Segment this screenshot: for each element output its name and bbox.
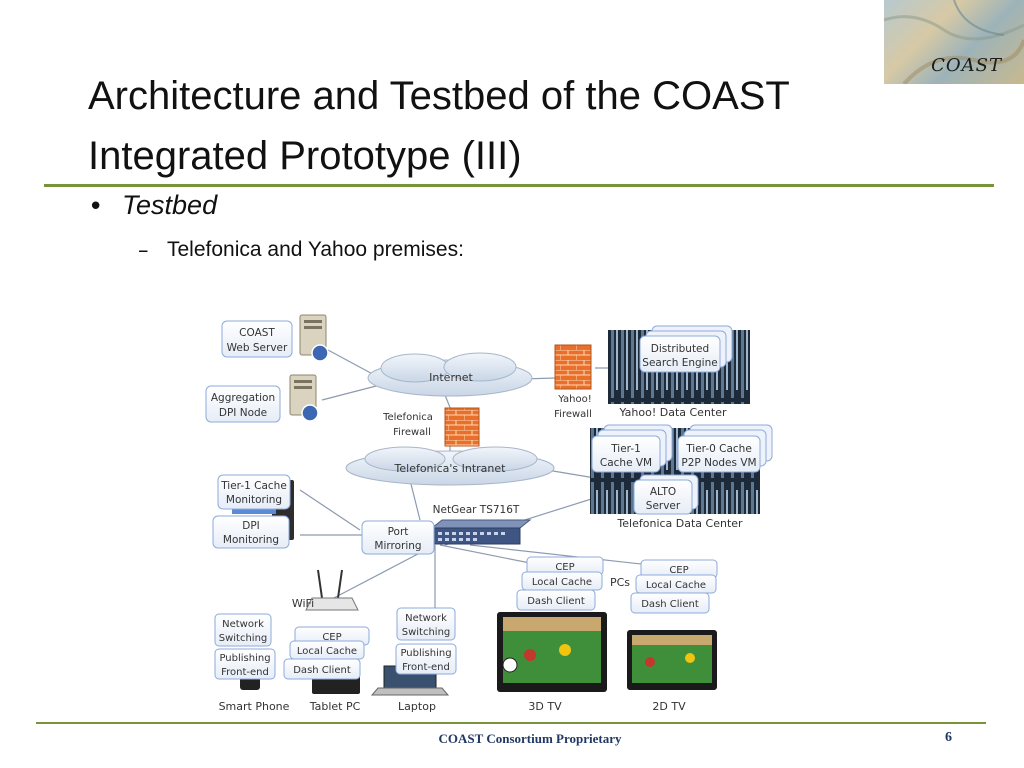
aggregation-dpi-label-2: DPI Node [219,407,267,419]
local-cache-label: Local Cache [297,646,357,657]
tv-3d-icon [497,612,607,692]
pc-client-stack-2: CEP Local Cache Dash Client [630,559,718,614]
tier1-monitoring-box: Tier-1 Cache Monitoring [217,474,291,510]
smart-phone-publishing-box: Publishing Front-end [214,648,276,680]
network-switching-label-1: Network [405,613,447,624]
aggregation-dpi-label-1: Aggregation [211,392,275,404]
alto-server-box: ALTO Server [633,474,699,515]
tier0-cache-label-1: Tier-0 Cache [685,443,752,455]
distributed-search-label-1: Distributed [651,343,709,355]
testbed-diagram: COAST Web Server Aggregation DPI Node In… [205,314,773,713]
title-line-2: Integrated Prototype (III) [88,134,522,178]
yahoo-firewall-label-2: Firewall [554,409,592,420]
sub-bullet-dash: – [138,238,149,262]
tier1-cache-vm-label-2: Cache VM [600,457,652,469]
telefonica-firewall-label-1: Telefonica [382,412,433,423]
monitor-screen-icon [232,508,276,514]
dpi-monitoring-box: DPI Monitoring [212,515,290,549]
dash-client-label: Dash Client [641,599,699,610]
wifi-label: WiFi [292,597,314,610]
yahoo-firewall-icon [554,344,592,390]
smart-phone-network-box: Network Switching [214,613,272,647]
tier1-cache-vm-box: Tier-1 Cache VM [591,424,673,473]
laptop-publishing-box: Publishing Front-end [395,643,457,675]
publishing-frontend-label-1: Publishing [400,648,451,659]
coast-web-server-label-1: COAST [239,327,275,339]
internet-cloud: Internet [367,352,533,397]
local-cache-label: Local Cache [646,580,706,591]
telefonica-datacenter-label: Telefonica Data Center [616,517,743,530]
footer-divider [36,722,986,724]
yahoo-datacenter-label: Yahoo! Data Center [618,406,727,419]
map-texture-icon [884,0,1024,84]
network-switching-label-1: Network [222,619,264,630]
bullet-text: Testbed [122,190,218,220]
netgear-label: NetGear TS716T [433,504,520,516]
sub-bullet-text: Telefonica and Yahoo premises: [167,238,464,261]
telefonica-intranet-label: Telefonica's Intranet [394,462,507,475]
yahoo-firewall-label-1: Yahoo! [557,394,591,405]
aggregation-dpi-box: Aggregation DPI Node [205,385,281,423]
network-switching-label-2: Switching [219,633,268,644]
server-icon [289,374,319,422]
smart-phone-label: Smart Phone [219,700,290,713]
cep-label: CEP [322,632,341,643]
dpi-monitoring-label-2: Monitoring [223,534,279,546]
tv-2d-label: 2D TV [652,700,686,713]
telefonica-intranet-cloud: Telefonica's Intranet [345,446,555,486]
bullet-marker: • [88,192,104,222]
pc-client-stack-1: CEP Local Cache Dash Client [516,556,604,611]
cep-label: CEP [555,562,574,573]
alto-server-label-1: ALTO [650,486,676,498]
dpi-monitoring-label-1: DPI [242,520,260,532]
port-mirroring-label-1: Port [388,526,409,538]
wifi-router-icon [305,569,359,611]
tier0-cache-label-2: P2P Nodes VM [681,457,756,469]
logo-text: COAST [931,55,1002,76]
laptop-label: Laptop [398,700,436,713]
distributed-search-box: Distributed Search Engine [639,325,733,373]
tv-3d-label: 3D TV [528,700,562,713]
tablet-client-stack: CEP Local Cache Dash Client [283,626,370,680]
page-number: 6 [945,730,952,745]
tier0-cache-box: Tier-0 Cache P2P Nodes VM [677,424,773,473]
alto-server-label-2: Server [646,500,681,512]
telefonica-firewall-icon [444,407,480,447]
dash-client-label: Dash Client [527,596,585,607]
footer-text: COAST Consortium Proprietary [438,731,622,746]
title-divider [44,184,994,187]
distributed-search-label-2: Search Engine [642,357,717,369]
coast-web-server-box: COAST Web Server [221,320,293,358]
tier1-monitoring-label-2: Monitoring [226,494,282,506]
coast-logo: COAST [884,0,1024,84]
title-line-1: Architecture and Testbed of the COAST [88,74,790,118]
publishing-frontend-label-2: Front-end [221,667,269,678]
laptop-network-box: Network Switching [396,607,456,641]
port-mirroring-label-2: Mirroring [374,540,421,552]
local-cache-label: Local Cache [532,577,592,588]
port-mirroring-box: Port Mirroring [361,520,435,555]
server-icon [299,314,329,362]
slide-title: Architecture and Testbed of the COAST In… [88,66,888,186]
publishing-frontend-label-2: Front-end [402,662,450,673]
pcs-label: PCs [610,576,630,589]
coast-web-server-label-2: Web Server [227,342,288,354]
internet-label: Internet [429,371,473,384]
tier1-cache-vm-label-1: Tier-1 [610,443,641,455]
cep-label: CEP [669,565,688,576]
telefonica-firewall-label-2: Firewall [393,427,431,438]
tablet-pc-label: Tablet PC [309,700,361,713]
dash-client-label: Dash Client [293,665,351,676]
network-switch-icon [430,519,532,545]
publishing-frontend-label-1: Publishing [219,653,270,664]
tv-2d-icon [627,630,717,690]
network-switching-label-2: Switching [402,627,451,638]
tier1-monitoring-label-1: Tier-1 Cache [220,480,287,492]
